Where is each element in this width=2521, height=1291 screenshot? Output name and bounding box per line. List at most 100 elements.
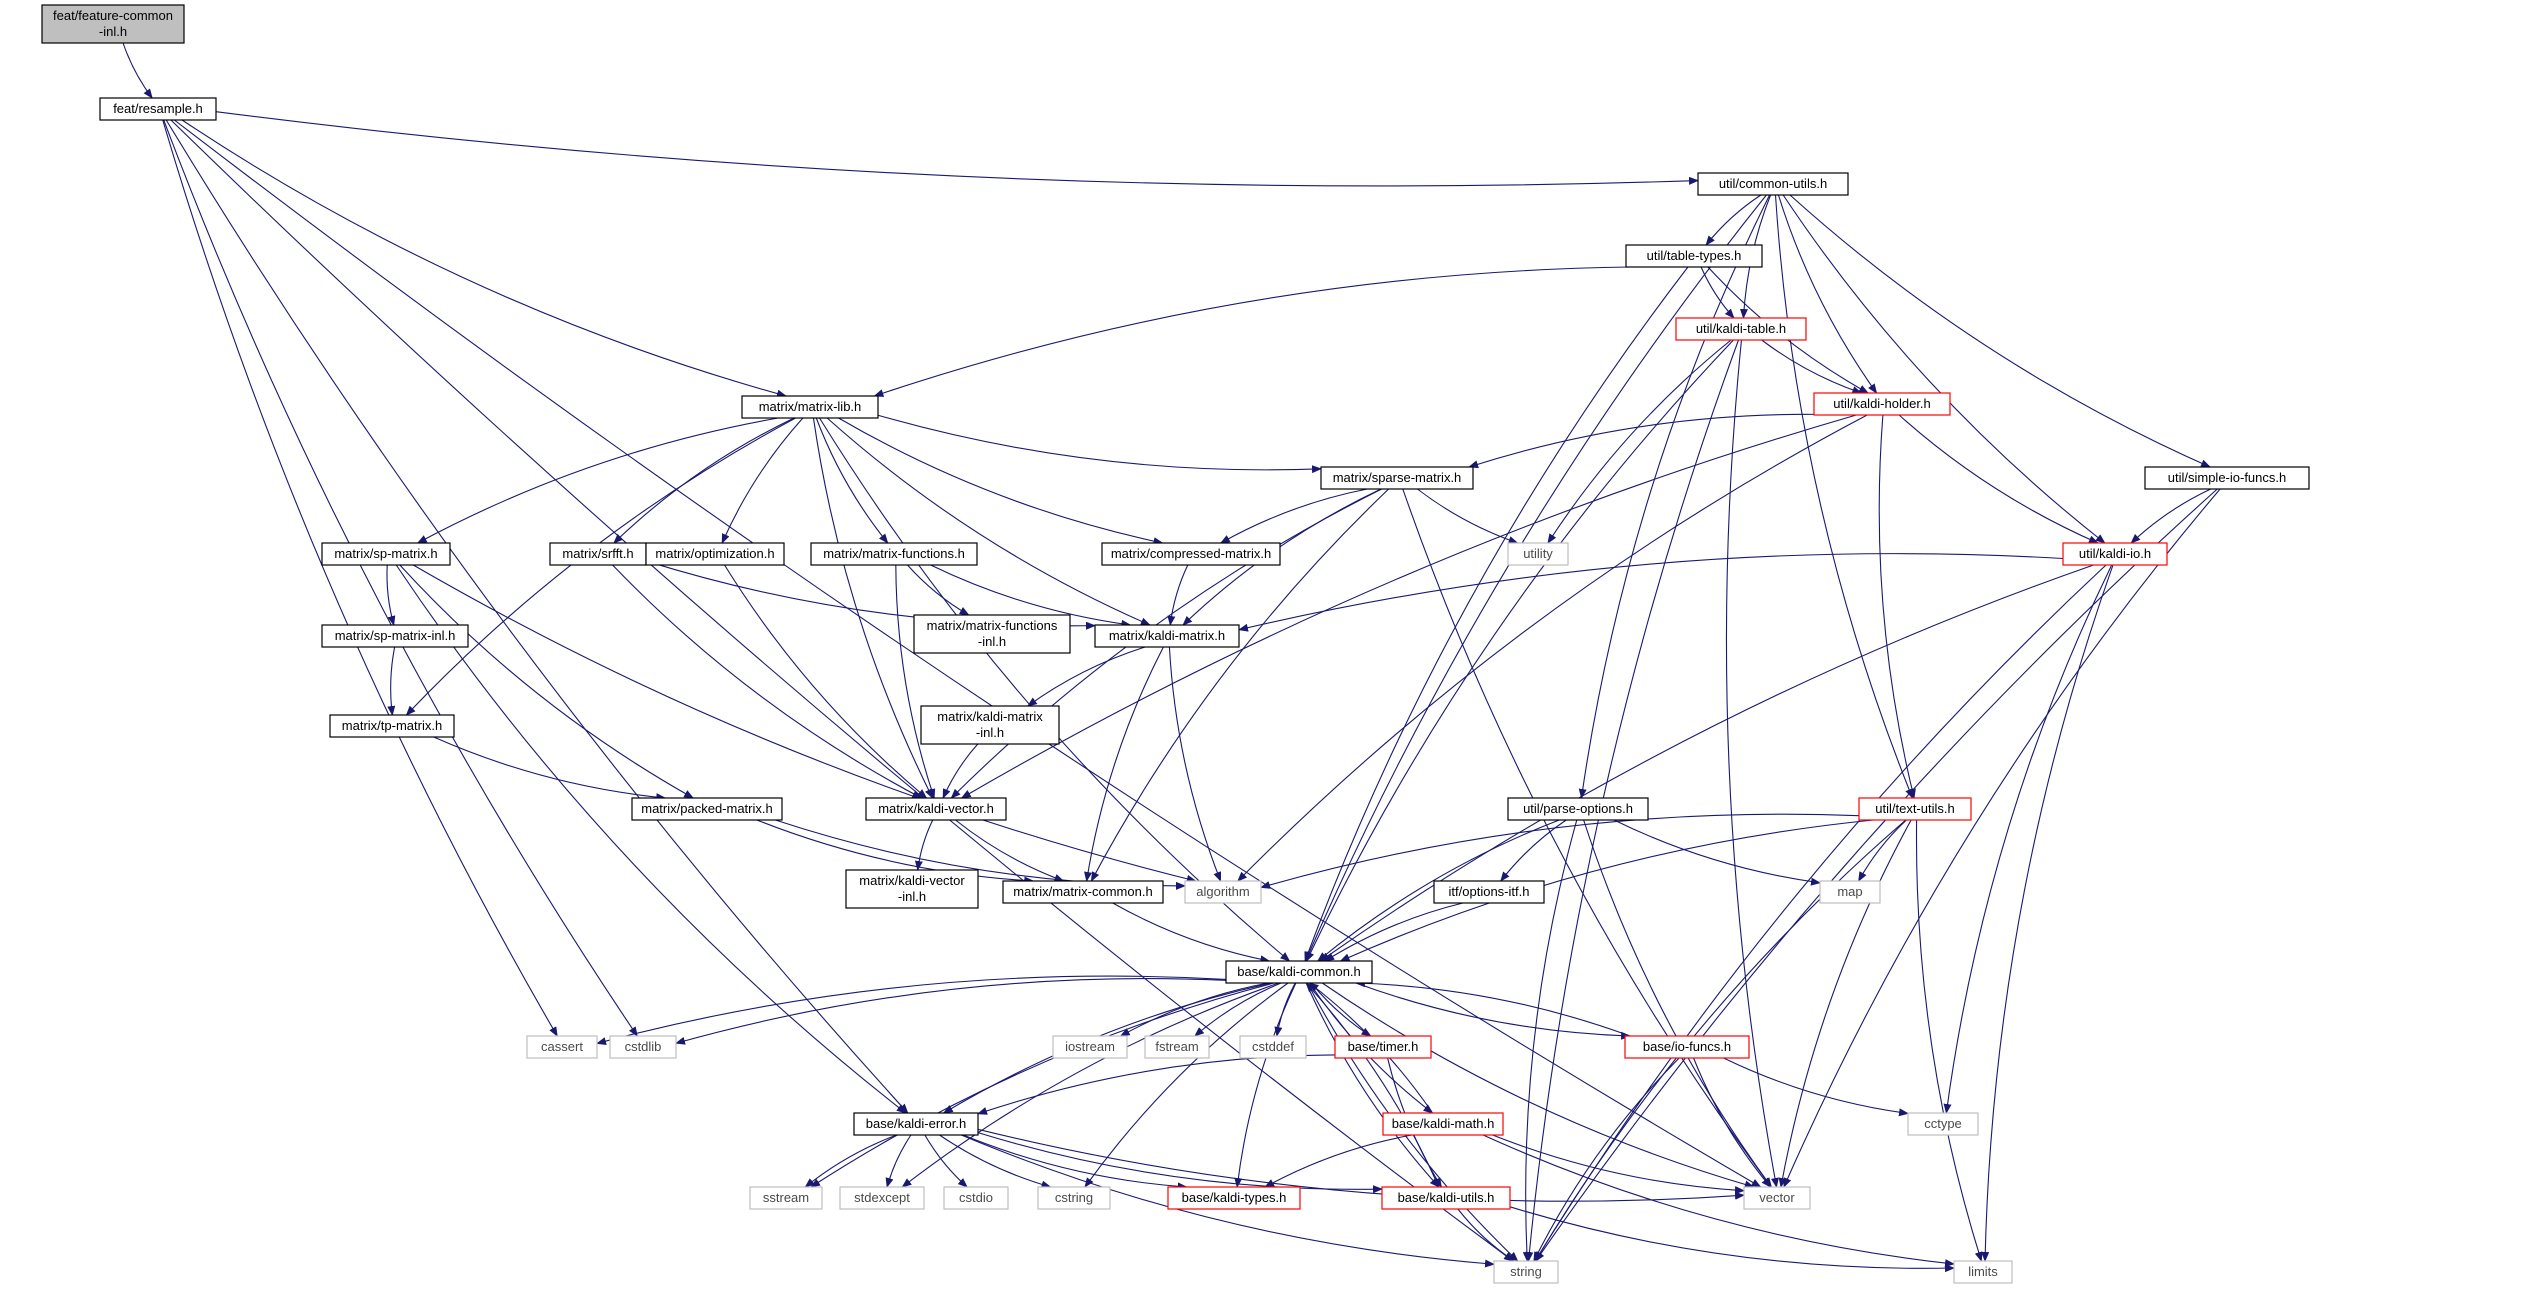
- node-kaldi-utils[interactable]: base/kaldi-utils.h: [1381, 1186, 1511, 1210]
- node-label: matrix/srfft.h: [562, 546, 633, 561]
- node-kaldi-math[interactable]: base/kaldi-math.h: [1382, 1112, 1504, 1136]
- edge-tp-matrix-to-packed-matrix: [433, 736, 667, 802]
- node-timer[interactable]: base/timer.h: [1334, 1035, 1432, 1059]
- node-kaldi-io[interactable]: util/kaldi-io.h: [2062, 542, 2168, 566]
- node-compressed-matrix[interactable]: matrix/compressed-matrix.h: [1101, 542, 1281, 566]
- edge-kaldi-io-to-kaldi-common: [1319, 564, 2094, 962]
- node-label: base/kaldi-math.h: [1392, 1116, 1495, 1131]
- node-matrix-functions-inl[interactable]: matrix/matrix-functions-inl.h: [913, 614, 1071, 654]
- edge-kaldi-io-to-cctype: [1943, 564, 2113, 1114]
- node-kaldi-table[interactable]: util/kaldi-table.h: [1675, 317, 1807, 341]
- node-label: map: [1837, 884, 1862, 899]
- node-label: util/simple-io-funcs.h: [2168, 470, 2287, 485]
- node-string: string: [1493, 1260, 1559, 1284]
- node-box: [1101, 542, 1281, 566]
- edge-kaldi-matrix-to-matrix-common: [1084, 646, 1164, 882]
- edge-kaldi-io-to-limits: [1981, 564, 2114, 1262]
- node-box: [1675, 317, 1807, 341]
- edge-kaldi-common-to-io-funcs: [1355, 982, 1632, 1040]
- node-kaldi-vector-inl[interactable]: matrix/kaldi-vector-inl.h: [845, 869, 979, 909]
- edge-text-utils-to-kaldi-common: [1339, 819, 1874, 962]
- node-box: [1507, 542, 1569, 566]
- node-label: matrix/compressed-matrix.h: [1111, 546, 1271, 561]
- node-label: util/table-types.h: [1647, 248, 1742, 263]
- node-box: [1953, 1260, 2013, 1284]
- edge-resample-to-kaldi-error: [165, 119, 909, 1114]
- node-box: [1167, 1186, 1301, 1210]
- edge-text-utils-to-algorithm: [1260, 813, 1860, 889]
- node-label: cstdlib: [625, 1039, 662, 1054]
- edge-resample-to-string: [170, 119, 1514, 1262]
- edge-sparse-matrix-to-vector: [1402, 488, 1772, 1188]
- node-kaldi-matrix[interactable]: matrix/kaldi-matrix.h: [1094, 624, 1240, 648]
- node-map: map: [1819, 880, 1881, 904]
- node-label: algorithm: [1196, 884, 1249, 899]
- edge-parse-options-to-map: [1613, 819, 1821, 886]
- node-text-utils[interactable]: util/text-utils.h: [1858, 797, 1972, 821]
- node-kaldi-error[interactable]: base/kaldi-error.h: [853, 1112, 979, 1136]
- node-sp-matrix-inl[interactable]: matrix/sp-matrix-inl.h: [321, 624, 469, 648]
- node-srfft[interactable]: matrix/srfft.h: [549, 542, 647, 566]
- node-kaldi-common[interactable]: base/kaldi-common.h: [1225, 960, 1373, 984]
- node-resample[interactable]: feat/resample.h: [99, 97, 217, 121]
- node-label: base/kaldi-error.h: [866, 1116, 966, 1131]
- edge-matrix-lib-to-sparse-matrix: [877, 414, 1322, 474]
- node-simple-io-funcs[interactable]: util/simple-io-funcs.h: [2144, 466, 2310, 490]
- node-label: cstring: [1055, 1190, 1093, 1205]
- edge-kaldi-error-to-vector: [977, 1128, 1745, 1202]
- node-packed-matrix[interactable]: matrix/packed-matrix.h: [631, 797, 783, 821]
- node-sp-matrix[interactable]: matrix/sp-matrix.h: [321, 542, 451, 566]
- edge-kaldi-math-to-kaldi-types: [1264, 1134, 1413, 1188]
- node-label: util/kaldi-holder.h: [1833, 396, 1931, 411]
- node-kaldi-vector[interactable]: matrix/kaldi-vector.h: [865, 797, 1007, 821]
- edge-io-funcs-to-string: [1533, 1057, 1680, 1262]
- node-label: matrix/matrix-functions: [927, 618, 1058, 633]
- node-optimization[interactable]: matrix/optimization.h: [645, 542, 785, 566]
- edge-kaldi-table-to-string: [1525, 339, 1740, 1262]
- node-tp-matrix[interactable]: matrix/tp-matrix.h: [329, 714, 455, 738]
- edge-table-types-to-kaldi-common: [1304, 266, 1689, 962]
- edge-kaldi-error-to-cstdio: [924, 1134, 968, 1188]
- node-box: [1052, 1035, 1128, 1059]
- node-box: [329, 714, 455, 738]
- node-label: base/kaldi-common.h: [1237, 964, 1361, 979]
- node-common-utils[interactable]: util/common-utils.h: [1697, 172, 1849, 196]
- node-feature-common-inl[interactable]: feat/feature-common-inl.h: [41, 4, 185, 44]
- node-options-itf[interactable]: itf/options-itf.h: [1433, 880, 1545, 904]
- node-box: [943, 1186, 1009, 1210]
- node-label: -inl.h: [99, 24, 127, 39]
- node-kaldi-types[interactable]: base/kaldi-types.h: [1167, 1186, 1301, 1210]
- node-box: [631, 797, 783, 821]
- edge-common-utils-to-simple-io-funcs: [1789, 194, 2211, 468]
- node-parse-options[interactable]: util/parse-options.h: [1507, 797, 1649, 821]
- node-kaldi-matrix-inl[interactable]: matrix/kaldi-matrix-inl.h: [920, 705, 1060, 745]
- edge-sp-matrix-to-sp-matrix-inl: [386, 564, 396, 626]
- edge-kaldi-matrix-to-kaldi-matrix-inl: [1026, 646, 1146, 707]
- node-io-funcs[interactable]: base/io-funcs.h: [1624, 1035, 1750, 1059]
- edge-kaldi-io-to-kaldi-matrix: [1238, 553, 2064, 632]
- edge-optimization-to-kaldi-vector: [724, 564, 928, 799]
- node-table-types[interactable]: util/table-types.h: [1625, 244, 1763, 268]
- node-matrix-common[interactable]: matrix/matrix-common.h: [1002, 880, 1164, 904]
- node-matrix-functions[interactable]: matrix/matrix-functions.h: [810, 542, 978, 566]
- node-label: util/parse-options.h: [1523, 801, 1633, 816]
- edge-text-utils-to-map: [1858, 819, 1907, 882]
- node-box: [321, 624, 469, 648]
- node-label: matrix/kaldi-matrix.h: [1109, 628, 1225, 643]
- node-sparse-matrix[interactable]: matrix/sparse-matrix.h: [1320, 466, 1474, 490]
- node-cstring: cstring: [1037, 1186, 1111, 1210]
- node-kaldi-holder[interactable]: util/kaldi-holder.h: [1813, 392, 1951, 416]
- node-matrix-lib[interactable]: matrix/matrix-lib.h: [741, 395, 879, 419]
- edge-srfft-to-kaldi-vector: [612, 564, 923, 799]
- edge-compressed-matrix-to-kaldi-matrix: [1167, 564, 1189, 626]
- edge-matrix-common-to-kaldi-common: [1112, 902, 1271, 964]
- node-limits: limits: [1953, 1260, 2013, 1284]
- edge-kaldi-vector-to-matrix-common: [955, 819, 1065, 882]
- edge-resample-to-matrix-lib: [181, 119, 787, 398]
- edge-matrix-lib-to-kaldi-matrix: [826, 417, 1151, 626]
- edge-text-utils-to-limits: [1915, 819, 1983, 1262]
- edge-kaldi-table-to-kaldi-holder: [1761, 339, 1863, 394]
- edge-kaldi-table-to-utility: [1547, 339, 1732, 544]
- node-box: [1813, 392, 1951, 416]
- edge-matrix-lib-to-compressed-matrix: [838, 417, 1164, 546]
